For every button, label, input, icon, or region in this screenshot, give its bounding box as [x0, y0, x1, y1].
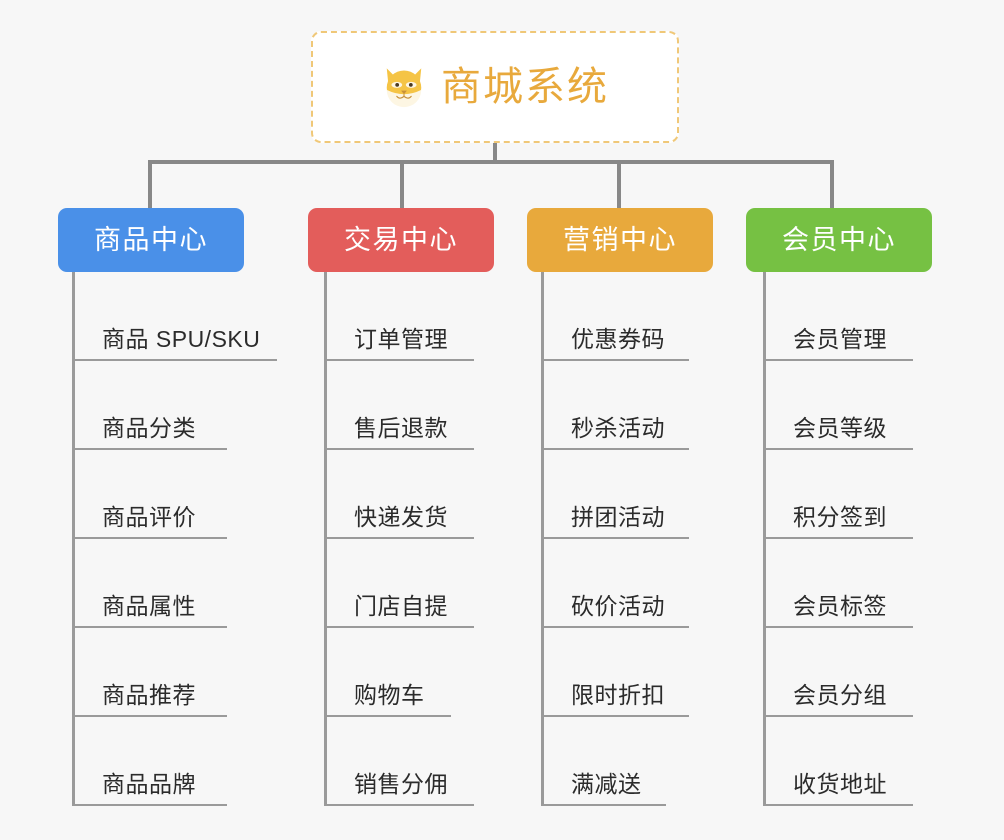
- shiba-dog-face-icon: [386, 68, 422, 108]
- leaf-item-underline: [72, 804, 227, 806]
- leaf-item-label: 售后退款: [354, 415, 448, 441]
- leaf-item-underline: [541, 715, 689, 717]
- leaf-item-label: 商品品牌: [102, 771, 196, 797]
- leaf-item-label: 会员分组: [793, 682, 887, 708]
- leaf-item[interactable]: 秒杀活动: [541, 361, 665, 450]
- connector-drop-4: [830, 160, 834, 208]
- leaf-item-underline: [541, 804, 666, 806]
- leaf-item-label: 会员管理: [793, 326, 887, 352]
- leaf-item-label: 拼团活动: [571, 504, 665, 530]
- leaf-item[interactable]: 快递发货: [324, 450, 448, 539]
- leaf-item[interactable]: 门店自提: [324, 539, 448, 628]
- connector-root-stem: [493, 143, 497, 163]
- leaf-item[interactable]: 满减送: [541, 717, 642, 806]
- leaf-item-label: 商品评价: [102, 504, 196, 530]
- leaf-item-label: 商品 SPU/SKU: [102, 326, 261, 352]
- leaf-item-underline: [72, 448, 227, 450]
- branch-header-label: 交易中心: [344, 224, 458, 255]
- leaf-item-label: 会员标签: [793, 593, 887, 619]
- leaf-item[interactable]: 商品品牌: [72, 717, 196, 806]
- leaf-item-underline: [541, 448, 689, 450]
- leaf-item-label: 门店自提: [354, 593, 448, 619]
- leaf-item-underline: [324, 715, 451, 717]
- branch-spine: [324, 272, 327, 806]
- leaf-item[interactable]: 商品推荐: [72, 628, 196, 717]
- leaf-item-underline: [324, 448, 474, 450]
- branch-header-product-center[interactable]: 商品中心: [58, 208, 244, 272]
- leaf-item-label: 会员等级: [793, 415, 887, 441]
- leaf-item-label: 积分签到: [793, 504, 887, 530]
- leaf-item-label: 订单管理: [354, 326, 448, 352]
- branch-header-marketing-center[interactable]: 营销中心: [527, 208, 713, 272]
- root-node-title: 商城系统: [441, 65, 609, 109]
- leaf-item-underline: [324, 537, 474, 539]
- branch-header-label: 营销中心: [563, 224, 677, 255]
- leaf-item[interactable]: 收货地址: [763, 717, 887, 806]
- leaf-item-underline: [541, 359, 689, 361]
- leaf-item-underline: [763, 715, 913, 717]
- leaf-item-underline: [72, 626, 227, 628]
- leaf-item-label: 商品分类: [102, 415, 196, 441]
- branch-header-label: 会员中心: [782, 224, 896, 255]
- branch-header-member-center[interactable]: 会员中心: [746, 208, 932, 272]
- branch-header-label: 商品中心: [94, 224, 208, 255]
- branch-spine: [763, 272, 766, 806]
- leaf-item-underline: [763, 537, 913, 539]
- branch-spine: [541, 272, 544, 806]
- leaf-item-underline: [541, 626, 689, 628]
- leaf-item-label: 销售分佣: [354, 771, 448, 797]
- leaf-item-underline: [324, 359, 474, 361]
- leaf-item-underline: [72, 359, 277, 361]
- leaf-item[interactable]: 会员分组: [763, 628, 887, 717]
- leaf-item[interactable]: 砍价活动: [541, 539, 665, 628]
- leaf-item[interactable]: 售后退款: [324, 361, 448, 450]
- leaf-item[interactable]: 优惠券码: [541, 272, 665, 361]
- leaf-item[interactable]: 购物车: [324, 628, 425, 717]
- leaf-item[interactable]: 商品属性: [72, 539, 196, 628]
- leaf-item-underline: [72, 537, 227, 539]
- leaf-item[interactable]: 会员标签: [763, 539, 887, 628]
- leaf-item-underline: [763, 626, 913, 628]
- leaf-item[interactable]: 会员等级: [763, 361, 887, 450]
- leaf-item-underline: [324, 804, 474, 806]
- leaf-item-underline: [763, 804, 913, 806]
- leaf-item[interactable]: 商品 SPU/SKU: [72, 272, 260, 361]
- connector-drop-1: [148, 160, 152, 208]
- connector-horizontal-bus: [148, 160, 834, 164]
- leaf-item-label: 购物车: [354, 682, 425, 708]
- leaf-item-label: 收货地址: [793, 771, 887, 797]
- branch-spine: [72, 272, 75, 806]
- leaf-item-label: 商品推荐: [102, 682, 196, 708]
- connector-drop-2: [400, 160, 404, 208]
- leaf-item[interactable]: 拼团活动: [541, 450, 665, 539]
- leaf-item[interactable]: 限时折扣: [541, 628, 665, 717]
- leaf-item[interactable]: 商品分类: [72, 361, 196, 450]
- leaf-item-label: 秒杀活动: [571, 415, 665, 441]
- branch-header-trade-center[interactable]: 交易中心: [308, 208, 494, 272]
- leaf-item-label: 砍价活动: [571, 593, 665, 619]
- leaf-item-underline: [763, 359, 913, 361]
- leaf-item-underline: [72, 715, 227, 717]
- root-node-商城系统[interactable]: 商城系统: [311, 31, 679, 143]
- leaf-item[interactable]: 会员管理: [763, 272, 887, 361]
- leaf-item-label: 限时折扣: [571, 682, 665, 708]
- leaf-item-underline: [541, 537, 689, 539]
- leaf-item-label: 商品属性: [102, 593, 196, 619]
- leaf-item[interactable]: 订单管理: [324, 272, 448, 361]
- leaf-item-label: 优惠券码: [571, 326, 665, 352]
- leaf-item[interactable]: 商品评价: [72, 450, 196, 539]
- leaf-item-underline: [324, 626, 474, 628]
- leaf-item-underline: [763, 448, 913, 450]
- leaf-item[interactable]: 积分签到: [763, 450, 887, 539]
- leaf-item[interactable]: 销售分佣: [324, 717, 448, 806]
- connector-drop-3: [617, 160, 621, 208]
- leaf-item-label: 快递发货: [354, 504, 448, 530]
- leaf-item-label: 满减送: [571, 771, 642, 797]
